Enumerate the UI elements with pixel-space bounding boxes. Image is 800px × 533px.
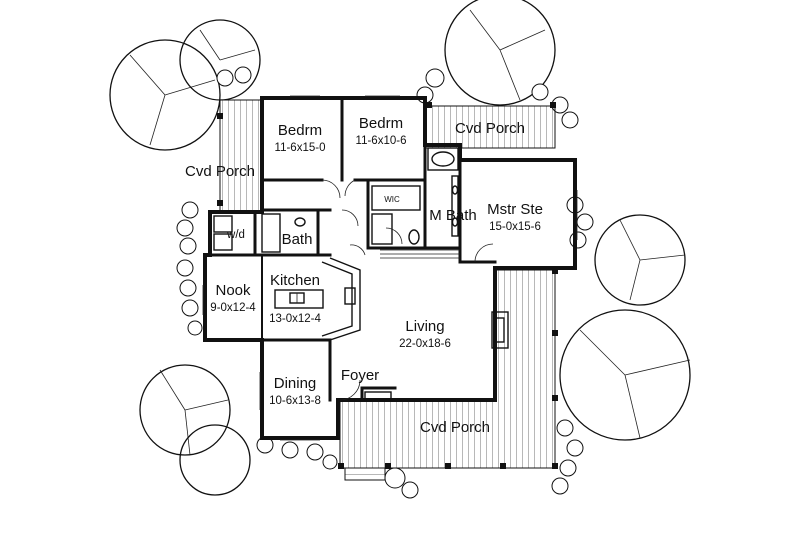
kitchen-name: Kitchen [270, 272, 320, 289]
bedrm-1-dim: 11-6x15-0 [275, 142, 326, 154]
cvd-porch-right-name: Cvd Porch [455, 120, 525, 137]
front-steps [344, 467, 386, 481]
bedrm-2-name: Bedrm [359, 115, 403, 132]
cvd-porch-left-name: Cvd Porch [185, 163, 255, 180]
landscape-shrubs [176, 66, 594, 499]
tree-right-lower-icon [559, 309, 691, 441]
mstr-ste-dim: 15-0x15-6 [489, 221, 541, 233]
bath-name: Bath [282, 231, 313, 248]
dining-dim: 10-6x13-8 [269, 395, 321, 407]
tree-top-right-icon [444, 0, 556, 106]
bedrm-1-name: Bedrm [278, 122, 322, 139]
nook-name: Nook [215, 282, 251, 299]
interior-walls [203, 96, 497, 402]
nook-dim: 9-0x12-4 [210, 302, 256, 314]
m-bath-name: M Bath [429, 207, 477, 224]
dining-name: Dining [274, 375, 317, 392]
room-labels: Cvd Porch Bedrm 11-6x15-0 Bedrm 11-6x10-… [185, 115, 543, 436]
cvd-porch-front-name: Cvd Porch [420, 419, 490, 436]
foyer-name: Foyer [341, 367, 379, 384]
porch-posts [217, 102, 558, 469]
living-dim: 22-0x18-6 [399, 338, 451, 350]
wic-name: WIC [384, 195, 400, 204]
porch-top-right-area [424, 105, 556, 149]
tree-right-upper-icon [594, 214, 686, 306]
tree-bottom-left-icon [139, 364, 251, 496]
bedrm-2-dim: 11-6x10-6 [356, 135, 407, 147]
fixtures [202, 95, 578, 441]
living-name: Living [405, 318, 444, 335]
porch-left-area [219, 99, 263, 213]
mstr-ste-name: Mstr Ste [487, 201, 543, 218]
w-d-name: w/d [226, 229, 245, 241]
landscape-trees [109, 0, 691, 496]
kitchen-dim: 13-0x12-4 [269, 313, 321, 325]
